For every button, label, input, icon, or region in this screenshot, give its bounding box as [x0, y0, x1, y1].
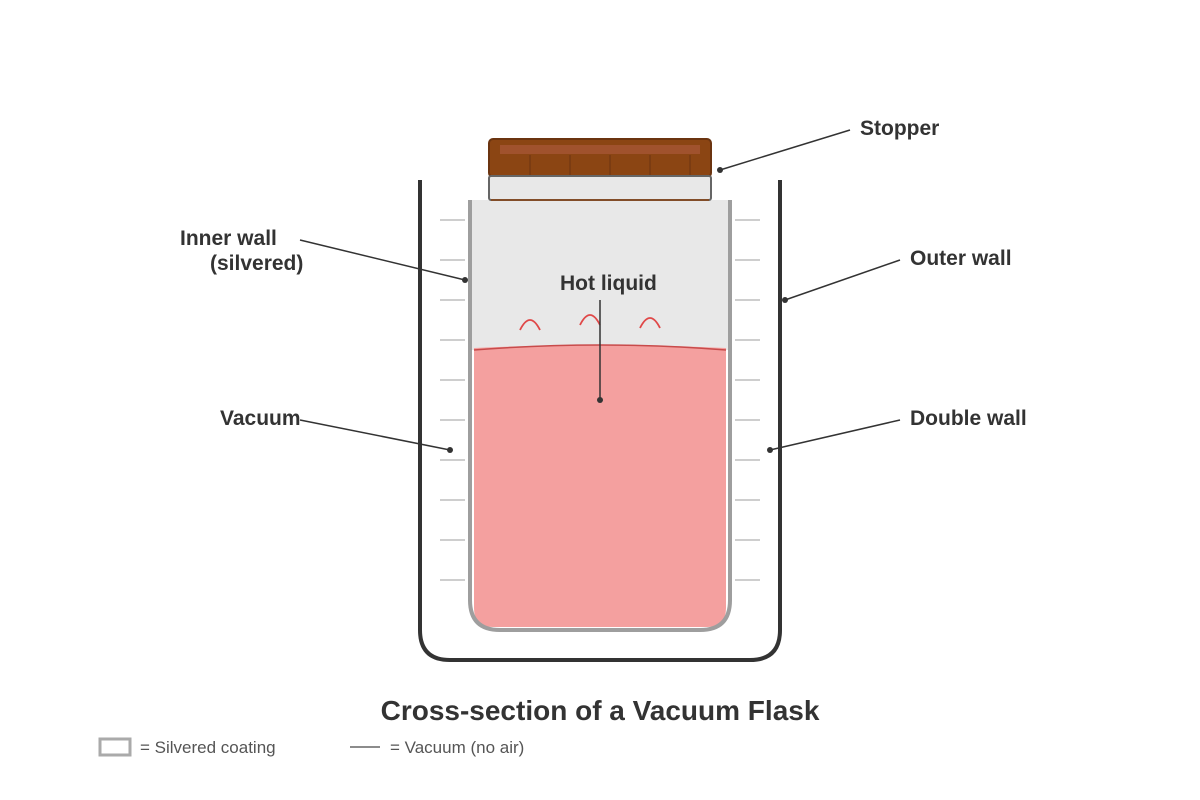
- outer-wall: [418, 180, 782, 662]
- stopper-label: Stopper: [860, 117, 939, 140]
- hot-liquid-label: Hot liquid: [560, 272, 657, 295]
- vacuum-ticks-right: [735, 219, 760, 581]
- double-wall-leader: [769, 419, 901, 451]
- vacuum-leader: [299, 419, 451, 451]
- leader-dots: [447, 167, 788, 453]
- diagram-title: Cross-section of a Vacuum Flask: [381, 695, 820, 726]
- legend-silvered-label: = Silvered coating: [140, 738, 276, 757]
- legend-silvered-swatch: [98, 737, 132, 757]
- stopper-leader: [719, 129, 851, 171]
- hot-liquid: [474, 345, 726, 627]
- inner-wall-leader: [299, 239, 466, 281]
- legend-vacuum-label: = Vacuum (no air): [390, 738, 524, 757]
- inner-wall: [468, 200, 732, 632]
- outer-wall-leader: [784, 259, 901, 301]
- leader-lines: [299, 129, 901, 451]
- inner-wall-label-line1: Inner wall: [180, 227, 277, 250]
- double-wall-label: Double wall: [910, 407, 1027, 430]
- outer-wall-label: Outer wall: [910, 247, 1012, 270]
- vacuum-ticks-left: [440, 219, 465, 581]
- vacuum-label: Vacuum: [220, 407, 301, 430]
- stopper: [488, 138, 712, 201]
- inner-wall-label-line2: (silvered): [210, 252, 303, 275]
- steam-wisps: [519, 314, 661, 331]
